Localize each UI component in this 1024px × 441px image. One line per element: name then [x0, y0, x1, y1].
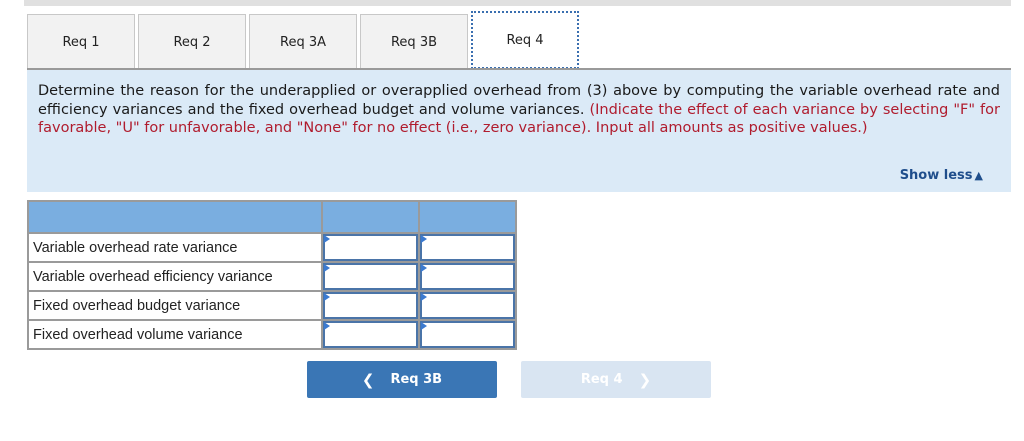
row-label: Variable overhead rate variance [27, 232, 323, 263]
instructions-note: (Indicate the effect of each variance by… [38, 101, 1000, 137]
amount-input[interactable] [323, 263, 418, 290]
tab-req-3a[interactable]: Req 3A [249, 14, 357, 69]
amount-input[interactable] [323, 234, 418, 261]
header-label [27, 200, 323, 234]
tab-req-1[interactable]: Req 1 [27, 14, 135, 69]
effect-select[interactable] [420, 263, 515, 290]
table-row: Fixed overhead volume variance [27, 319, 517, 350]
amount-input[interactable] [323, 321, 418, 348]
effect-select[interactable] [420, 234, 515, 261]
chevron-left-icon: ❮ [361, 370, 375, 389]
triangle-up-icon: ▲ [974, 169, 983, 182]
amount-input[interactable] [323, 292, 418, 319]
instructions-panel: Determine the reason for the underapplie… [27, 68, 1011, 192]
header-effect [418, 200, 517, 234]
show-less-link[interactable]: Show less▲ [900, 168, 983, 183]
instructions-text: Determine the reason for the underapplie… [38, 82, 1000, 138]
effect-cell [418, 261, 517, 292]
amount-cell [321, 261, 420, 292]
effect-select[interactable] [420, 292, 515, 319]
tab-req-4[interactable]: Req 4 [471, 11, 579, 69]
header-amount [321, 200, 420, 234]
amount-cell [321, 319, 420, 350]
row-label: Variable overhead efficiency variance [27, 261, 323, 292]
instructions-main: Determine the reason for the underapplie… [38, 83, 1000, 118]
tab-req-2[interactable]: Req 2 [138, 14, 246, 69]
table-header-row [27, 200, 517, 234]
table-row: Variable overhead efficiency variance [27, 261, 517, 292]
effect-cell [418, 319, 517, 350]
tab-req-3b[interactable]: Req 3B [360, 14, 468, 69]
prev-req-button[interactable]: ❮ Req 3B [307, 361, 497, 398]
effect-cell [418, 290, 517, 321]
top-scroll-bar [24, 0, 1011, 6]
effect-cell [418, 232, 517, 263]
variance-table: Variable overhead rate variance Variable… [27, 200, 517, 350]
amount-cell [321, 290, 420, 321]
table-row: Fixed overhead budget variance [27, 290, 517, 321]
next-req-button[interactable]: Req 4 ❯ [521, 361, 711, 398]
table-row: Variable overhead rate variance [27, 232, 517, 263]
effect-select[interactable] [420, 321, 515, 348]
requirement-tabs: Req 1 Req 2 Req 3A Req 3B Req 4 [27, 11, 582, 69]
next-req-label: Req 4 [580, 372, 623, 387]
chevron-right-icon: ❯ [638, 370, 652, 389]
amount-cell [321, 232, 420, 263]
row-label: Fixed overhead budget variance [27, 290, 323, 321]
prev-req-label: Req 3B [390, 372, 443, 387]
row-label: Fixed overhead volume variance [27, 319, 323, 350]
show-less-label: Show less [899, 168, 973, 183]
